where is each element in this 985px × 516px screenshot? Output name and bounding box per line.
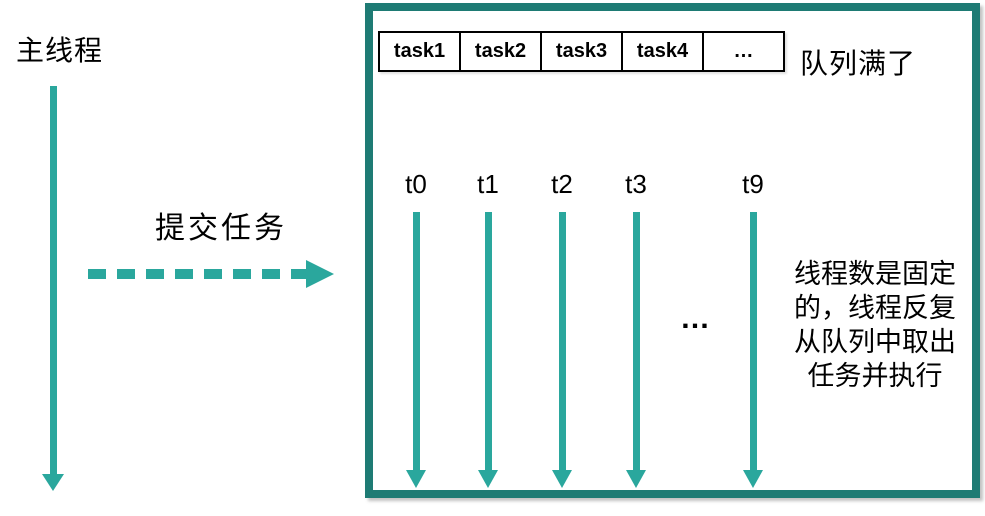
main-thread-arrow-icon [50,86,57,475]
thread-arrow-t9-icon [750,212,757,470]
main-thread-arrowhead-icon [42,474,64,491]
thread-arrowhead-t0-icon [406,470,426,488]
submit-task-label: 提交任务 [155,212,287,245]
thread-arrowhead-t3-icon [626,470,646,488]
thread-label-t0: t0 [405,169,427,199]
main-thread-label: 主线程 [16,35,104,66]
note-line-1: 线程数是固定 [794,259,956,289]
thread-label-t1: t1 [477,169,499,199]
thread-arrowhead-t9-icon [743,470,763,488]
note-line-3: 从队列中取出 [794,327,956,357]
queue-cell-task4: task4 [621,31,704,72]
queue-cell-task1: task1 [378,31,461,72]
submit-task-dashed-arrow-icon [88,269,308,279]
thread-gap-ellipsis: … [680,302,712,335]
thread-arrow-t0-icon [413,212,420,470]
submit-task-arrowhead-icon [306,260,334,288]
note-line-2: 的，线程反复 [794,293,956,323]
queue-cell-task3: task3 [540,31,623,72]
thread-arrow-t3-icon [633,212,640,470]
queue-cell-ellipsis: … [702,31,785,72]
thread-arrow-t1-icon [485,212,492,470]
thread-label-t2: t2 [551,169,573,199]
queue-cell-task2: task2 [459,31,542,72]
task-queue: task1 task2 task3 task4 … [378,31,785,72]
thread-arrowhead-t2-icon [552,470,572,488]
thread-arrow-t2-icon [559,212,566,470]
thread-label-t3: t3 [625,169,647,199]
thread-label-t9: t9 [742,169,764,199]
thread-pool-note: 线程数是固定 的，线程反复 从队列中取出 任务并执行 [775,257,975,393]
queue-full-label: 队列满了 [800,48,917,79]
note-line-4: 任务并执行 [807,361,943,391]
thread-pool-box [365,3,980,498]
thread-arrowhead-t1-icon [478,470,498,488]
